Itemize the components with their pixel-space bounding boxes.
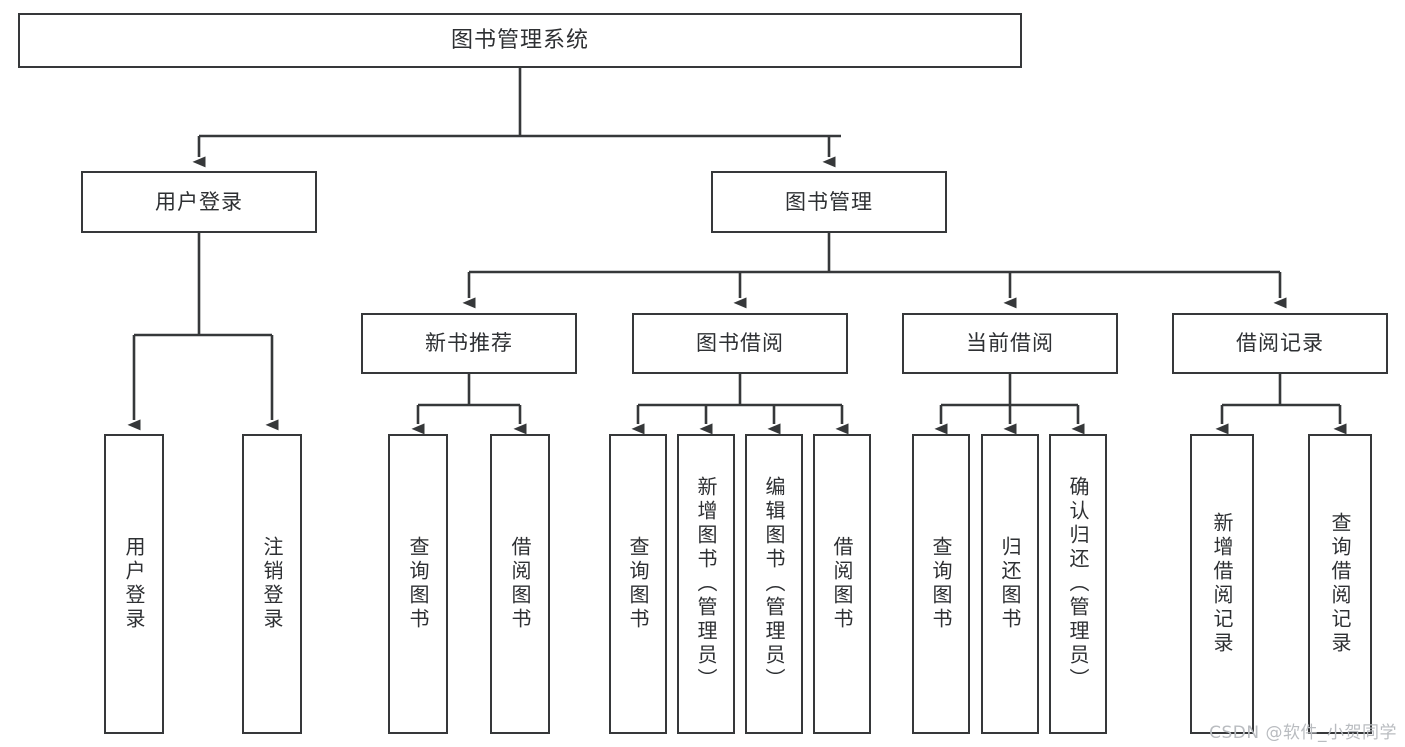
- node-label: 图书借阅: [696, 331, 784, 356]
- node-label: 借阅图书: [830, 536, 854, 632]
- node-label: 新书推荐: [425, 331, 513, 356]
- leaf-confirm-return-admin[interactable]: 确认归还（管理员）: [1049, 434, 1107, 734]
- node-book-management[interactable]: 图书管理: [711, 171, 947, 233]
- node-label: 新增借阅记录: [1210, 512, 1234, 656]
- node-label: 查询借阅记录: [1328, 512, 1352, 656]
- node-user-login[interactable]: 用户登录: [81, 171, 317, 233]
- node-borrow-record[interactable]: 借阅记录: [1172, 313, 1388, 374]
- leaf-add-book-admin[interactable]: 新增图书（管理员）: [677, 434, 735, 734]
- node-label: 查询图书: [626, 536, 650, 632]
- node-label: 当前借阅: [966, 331, 1054, 356]
- leaf-borrow-book[interactable]: 借阅图书: [813, 434, 871, 734]
- leaf-query-book-borrow[interactable]: 查询图书: [609, 434, 667, 734]
- leaf-return-book[interactable]: 归还图书: [981, 434, 1039, 734]
- node-label: 借阅图书: [508, 536, 532, 632]
- leaf-add-borrow-record[interactable]: 新增借阅记录: [1190, 434, 1254, 734]
- leaf-query-borrow-record[interactable]: 查询借阅记录: [1308, 434, 1372, 734]
- node-label: 查询图书: [406, 536, 430, 632]
- leaf-borrow-book-recommend[interactable]: 借阅图书: [490, 434, 550, 734]
- node-book-borrow[interactable]: 图书借阅: [632, 313, 848, 374]
- node-label: 图书管理: [785, 189, 873, 214]
- node-label: 查询图书: [929, 536, 953, 632]
- node-label: 编辑图书（管理员）: [762, 476, 786, 692]
- leaf-logout[interactable]: 注销登录: [242, 434, 302, 734]
- node-label: 图书管理系统: [450, 27, 589, 53]
- leaf-query-book-current[interactable]: 查询图书: [912, 434, 970, 734]
- node-label: 用户登录: [155, 189, 243, 214]
- csdn-watermark: CSDN @软件_小贺同学: [1209, 723, 1397, 743]
- node-current-borrow[interactable]: 当前借阅: [902, 313, 1118, 374]
- node-label: 确认归还（管理员）: [1066, 476, 1090, 692]
- leaf-query-book-recommend[interactable]: 查询图书: [388, 434, 448, 734]
- node-label: 注销登录: [260, 536, 284, 632]
- node-new-book-recommend[interactable]: 新书推荐: [361, 313, 577, 374]
- node-label: 归还图书: [998, 536, 1022, 632]
- node-label: 用户登录: [122, 536, 146, 632]
- node-label: 借阅记录: [1236, 331, 1324, 356]
- leaf-edit-book-admin[interactable]: 编辑图书（管理员）: [745, 434, 803, 734]
- node-root-system[interactable]: 图书管理系统: [18, 13, 1022, 68]
- leaf-user-login[interactable]: 用户登录: [104, 434, 164, 734]
- node-label: 新增图书（管理员）: [694, 476, 718, 692]
